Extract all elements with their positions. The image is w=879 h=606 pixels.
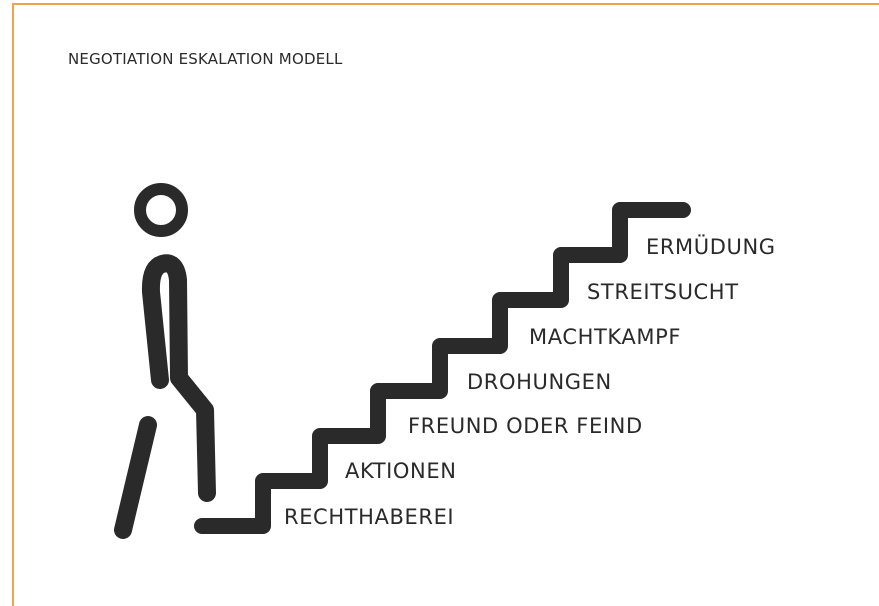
diagram-title: NEGOTIATION ESKALATION MODELL: [68, 50, 343, 68]
step-labels: RECHTHABEREI AKTIONEN FREUND ODER FEIND …: [284, 234, 776, 529]
step-label-rechthaberei: RECHTHABEREI: [284, 505, 454, 529]
person-leg: [114, 416, 157, 539]
person-body: [141, 254, 216, 502]
staircase-icon: [194, 202, 691, 534]
frame-border-top: [12, 3, 879, 5]
step-label-freund-oder-feind: FREUND ODER FEIND: [408, 414, 643, 438]
step-label-streitsucht: STREITSUCHT: [587, 280, 739, 304]
person-head: [134, 183, 188, 237]
step-label-ermuedung: ERMÜDUNG: [646, 234, 776, 259]
frame-border-left: [12, 3, 14, 606]
step-label-aktionen: AKTIONEN: [345, 459, 457, 483]
person-walking-icon: [114, 183, 216, 539]
step-label-machtkampf: MACHTKAMPF: [529, 325, 681, 349]
step-label-drohungen: DROHUNGEN: [467, 370, 612, 394]
